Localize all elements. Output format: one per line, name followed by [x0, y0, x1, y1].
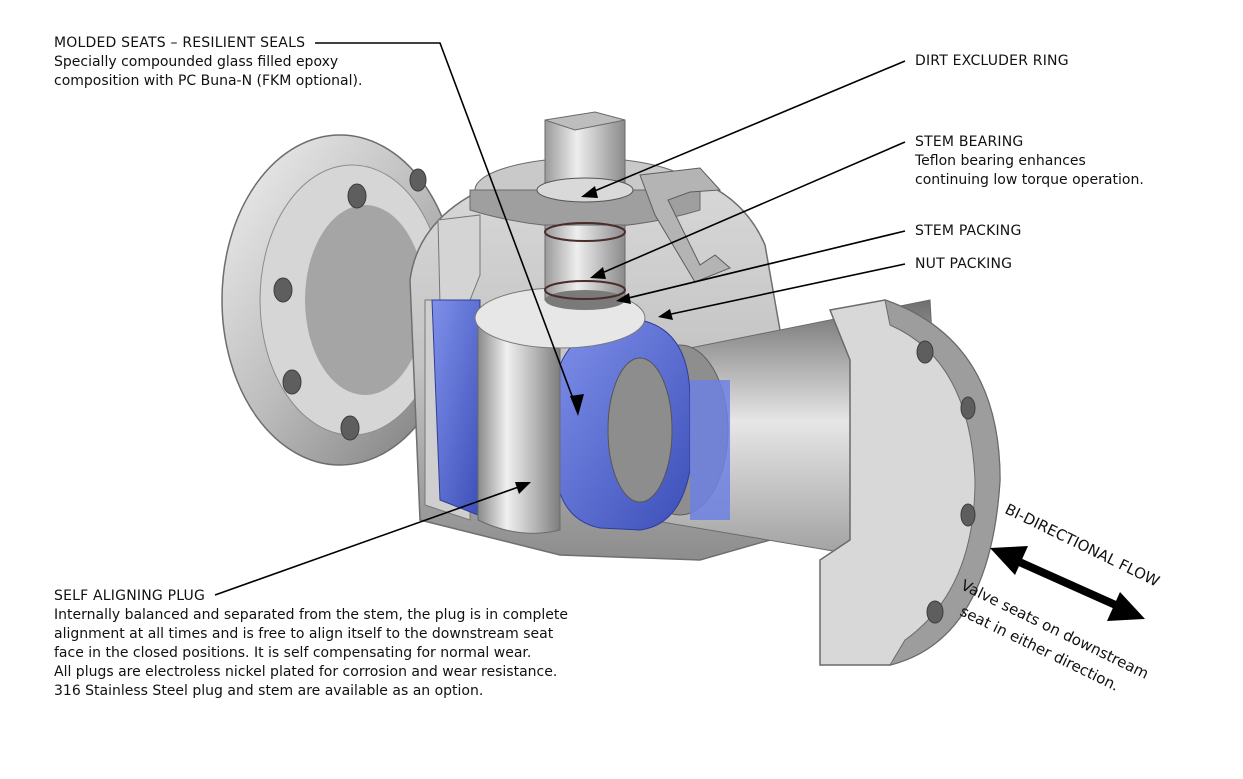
label-self-aligning-plug-desc-3: face in the closed positions. It is self…: [54, 645, 532, 661]
bidirectional-flow-arrow-icon: [990, 546, 1145, 621]
label-self-aligning-plug-desc-4: All plugs are electroless nickel plated …: [54, 664, 558, 680]
leader-self-aligning-plug: [214, 483, 528, 596]
bolt-holes-right: [916, 340, 976, 624]
leader-nut-packing: [661, 263, 906, 317]
label-dirt-excluder-title: DIRT EXCLUDER RING: [915, 53, 1069, 69]
label-molded-seats-title: MOLDED SEATS – RESILIENT SEALS: [54, 35, 306, 51]
label-nut-packing-title: NUT PACKING: [915, 256, 1013, 272]
leader-arrowheads: [515, 186, 673, 494]
bolt-holes-left: [273, 168, 427, 441]
label-molded-seats-desc-1: Specially compounded glass filled epoxy: [54, 54, 339, 70]
leader-dirt-excluder: [584, 60, 906, 196]
leader-stem-packing: [619, 230, 906, 301]
left-flange: [221, 134, 459, 466]
label-molded-seats-desc-2: composition with PC Buna-N (FKM optional…: [54, 73, 363, 89]
label-self-aligning-plug-desc-2: alignment at all times and is free to al…: [54, 626, 554, 642]
label-stem-bearing-desc-1: Teflon bearing enhances: [915, 153, 1086, 169]
label-molded-seats: MOLDED SEATS – RESILIENT SEALS Specially…: [54, 34, 362, 91]
resilient-seals: [431, 299, 730, 531]
label-dirt-excluder: DIRT EXCLUDER RING: [915, 52, 1069, 71]
right-flange: [819, 299, 1001, 666]
label-stem-bearing: STEM BEARING Teflon bearing enhances con…: [915, 133, 1144, 190]
label-nut-packing: NUT PACKING: [915, 255, 1012, 274]
leader-lines: [214, 42, 906, 596]
label-stem-packing-title: STEM PACKING: [915, 223, 1022, 239]
label-stem-packing: STEM PACKING: [915, 222, 1022, 241]
leader-molded-seats: [315, 42, 579, 413]
label-stem-bearing-title: STEM BEARING: [915, 134, 1024, 150]
leader-stem-bearing: [594, 141, 906, 277]
label-self-aligning-plug-title: SELF ALIGNING PLUG: [54, 588, 206, 604]
stem-assembly: [469, 111, 731, 310]
label-self-aligning-plug-desc-1: Internally balanced and separated from t…: [54, 607, 569, 623]
label-self-aligning-plug-desc-5: 316 Stainless Steel plug and stem are av…: [54, 683, 484, 699]
label-self-aligning-plug: SELF ALIGNING PLUG Internally balanced a…: [54, 587, 568, 701]
label-stem-bearing-desc-2: continuing low torque operation.: [915, 172, 1144, 188]
